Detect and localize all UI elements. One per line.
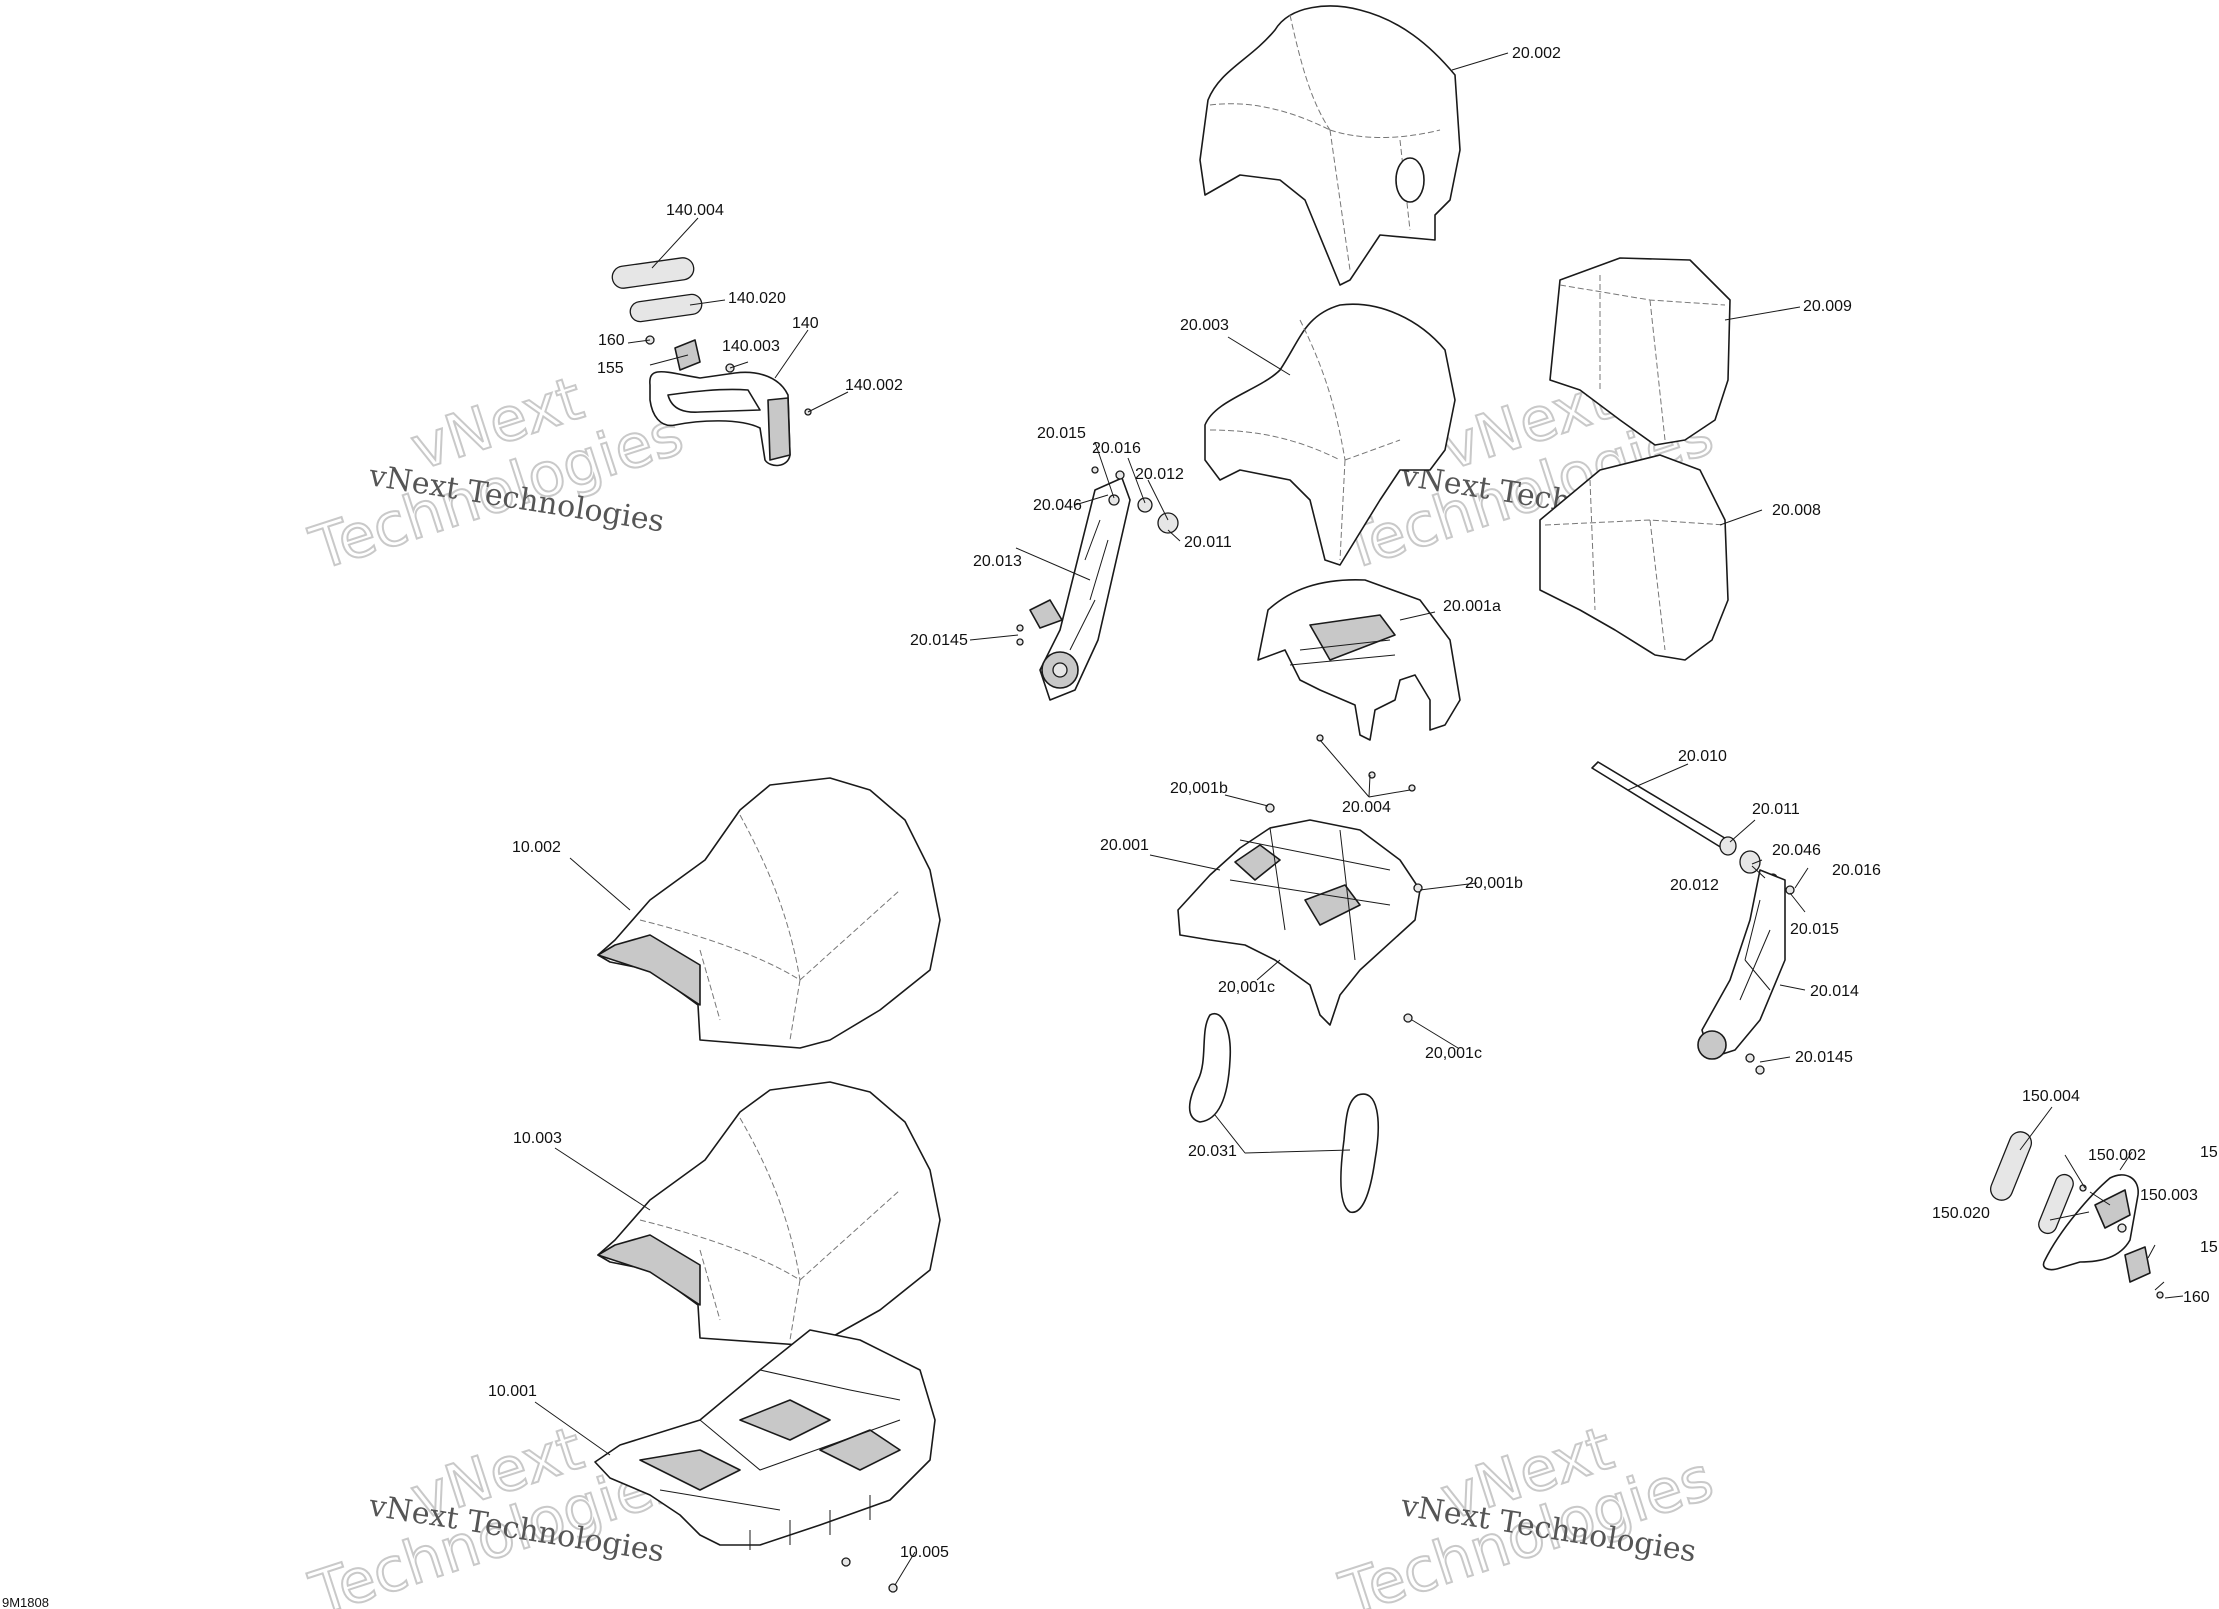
callout-20-015-left: 20.015 bbox=[1037, 425, 1086, 442]
watermark-bottom-right: vNext Technologies vNext Technologies bbox=[1331, 1413, 1722, 1609]
handle-grip-part bbox=[611, 257, 695, 289]
callout-20-001b-right: 20,001b bbox=[1465, 875, 1523, 892]
callout-140-020: 140.020 bbox=[728, 290, 786, 307]
callout-150-002: 150.002 bbox=[2088, 1147, 2146, 1164]
backrest-cover-large bbox=[1199, 5, 1461, 286]
callout-20-011-left: 20.011 bbox=[1184, 534, 1232, 551]
callout-20-013: 20.013 bbox=[973, 553, 1022, 570]
driver-seat-base bbox=[594, 1329, 936, 1593]
callout-20-0145-left: 20.0145 bbox=[910, 632, 968, 649]
callout-20-015-right: 20.015 bbox=[1790, 921, 1839, 938]
callout-10-002: 10.002 bbox=[512, 839, 561, 856]
callout-20-001a: 20.001a bbox=[1443, 598, 1501, 615]
hinge-arm-left bbox=[1016, 466, 1179, 701]
callout-20-001c-left: 20,001c bbox=[1218, 979, 1275, 996]
callout-20-010: 20.010 bbox=[1678, 748, 1727, 765]
watermark-top-left: vNext Technologies vNext Technologies bbox=[301, 363, 692, 586]
callout-160-left: 160 bbox=[598, 332, 625, 349]
callout-20-014: 20.014 bbox=[1810, 983, 1859, 1000]
callout-140: 140 bbox=[792, 315, 819, 332]
callout-150-004: 150.004 bbox=[2022, 1088, 2080, 1105]
seat-gaskets bbox=[1188, 1012, 1379, 1213]
callout-155-left: 155 bbox=[597, 360, 624, 377]
rear-grab-handle-group bbox=[611, 257, 812, 467]
callout-20-0145-right: 20.0145 bbox=[1795, 1049, 1853, 1066]
backrest-frame-upper bbox=[1257, 578, 1461, 741]
callout-160-right: 160 bbox=[2183, 1289, 2210, 1306]
callout-20-046-left: 20.046 bbox=[1033, 497, 1082, 514]
callout-20-012-left: 20.012 bbox=[1135, 466, 1184, 483]
callout-20-002: 20.002 bbox=[1512, 45, 1561, 62]
figure-id: 9M1808 bbox=[2, 1595, 49, 1609]
callout-20-046-right: 20.046 bbox=[1772, 842, 1821, 859]
passenger-seat-cushion bbox=[1204, 303, 1456, 566]
callout-20-001: 20.001 bbox=[1100, 837, 1149, 854]
callout-10-005: 10.005 bbox=[900, 1544, 949, 1561]
callout-20-011-right: 20.011 bbox=[1752, 801, 1800, 818]
callout-15-bottom: 15 bbox=[2200, 1239, 2218, 1256]
callout-20-003: 20.003 bbox=[1180, 317, 1229, 334]
callout-150-020: 150.020 bbox=[1932, 1205, 1990, 1222]
callout-20-016-right: 20.016 bbox=[1832, 862, 1881, 879]
seat-base-frame bbox=[1177, 734, 1423, 1026]
backrest-pad-lower bbox=[1539, 454, 1729, 661]
driver-seat-cover-upper bbox=[597, 777, 941, 1049]
callout-20-009: 20.009 bbox=[1803, 298, 1852, 315]
callout-15-top: 15 bbox=[2200, 1144, 2218, 1161]
callout-20-016-left: 20.016 bbox=[1092, 440, 1141, 457]
grab-handle-mount-part bbox=[767, 397, 791, 461]
callout-20-008: 20.008 bbox=[1772, 502, 1821, 519]
callout-20-012-right: 20.012 bbox=[1670, 877, 1719, 894]
hinge-arm-right bbox=[1591, 761, 1795, 1075]
leader-lines bbox=[534, 52, 2184, 1586]
callout-10-003: 10.003 bbox=[513, 1130, 562, 1147]
callout-140-003: 140.003 bbox=[722, 338, 780, 355]
callout-150-003: 150.003 bbox=[2140, 1187, 2198, 1204]
callout-labels: 140.004 140.020 140 160 140.003 155 140.… bbox=[2, 45, 2218, 1609]
callout-20-004: 20.004 bbox=[1342, 799, 1391, 816]
grab-handle-part bbox=[649, 371, 791, 467]
driver-seat-cover-lower bbox=[597, 1081, 941, 1346]
callout-140-002: 140.002 bbox=[845, 377, 903, 394]
callout-10-001: 10.001 bbox=[488, 1383, 537, 1400]
handle-grip-insert-part bbox=[629, 293, 703, 323]
backrest-pad-upper bbox=[1549, 257, 1731, 446]
callout-20-031: 20.031 bbox=[1188, 1143, 1237, 1160]
callout-140-004: 140.004 bbox=[666, 202, 724, 219]
callout-20-001c-right: 20,001c bbox=[1425, 1045, 1482, 1062]
callout-20-001b-top: 20,001b bbox=[1170, 780, 1228, 797]
